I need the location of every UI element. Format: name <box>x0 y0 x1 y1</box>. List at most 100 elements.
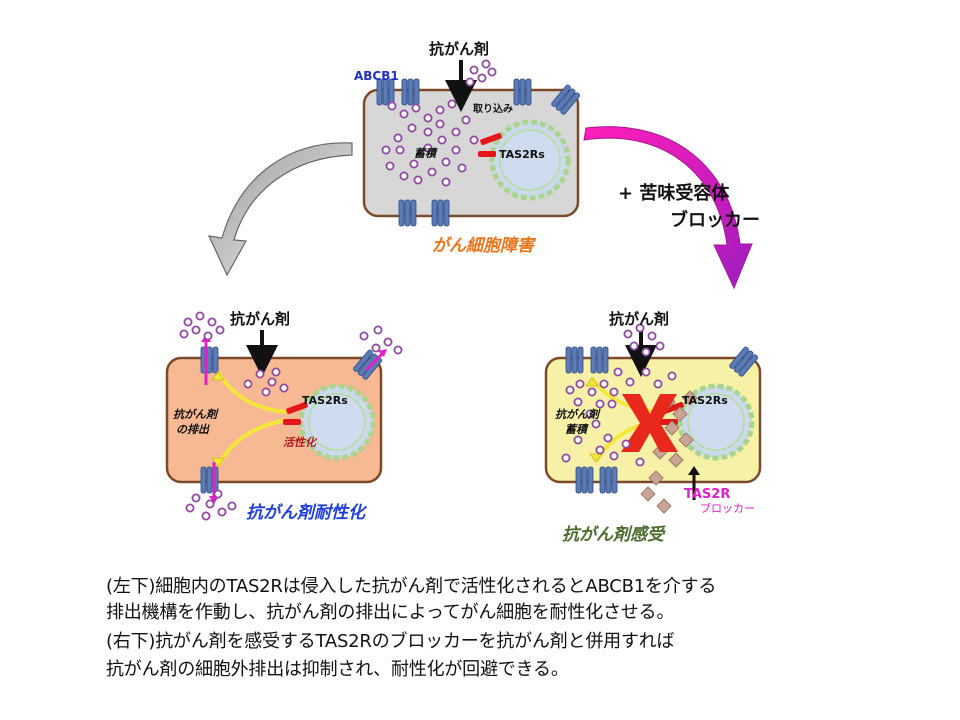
drug-particle <box>655 341 665 351</box>
drug-particle <box>653 379 663 389</box>
drug-particle <box>607 399 617 409</box>
drug-particle <box>587 387 597 397</box>
blocker-entry-head <box>688 466 700 475</box>
right-transporter <box>575 466 594 494</box>
drug-particle <box>603 433 613 443</box>
top-drug-label: 抗がん剤 <box>429 40 489 58</box>
drug-particle <box>481 59 491 69</box>
drug-particle <box>469 135 479 145</box>
drug-particle <box>435 105 445 115</box>
top-tas2r-receptor <box>480 132 502 146</box>
right-cell-group <box>544 330 762 514</box>
drug-particle <box>599 379 609 389</box>
left-drug-label: 抗がん剤 <box>230 310 290 328</box>
right-receptor-label: TAS2Rs <box>682 394 728 407</box>
left-receptor-label: TAS2Rs <box>302 394 348 407</box>
drug-particle <box>191 325 201 335</box>
drug-particle <box>609 451 619 461</box>
drug-particle <box>393 345 403 355</box>
drug-particle <box>647 331 657 341</box>
drug-particle <box>623 329 633 339</box>
drug-particle <box>179 329 189 339</box>
drug-particle <box>435 119 445 129</box>
drug-particle <box>399 109 409 119</box>
drug-particle <box>595 445 605 455</box>
drug-particle <box>621 439 631 449</box>
caption-line-4: 抗がん剤の細胞外排出は抑制され、耐性化が回避できる。 <box>106 659 569 680</box>
drug-particle <box>441 157 451 167</box>
drug-particle <box>205 499 215 509</box>
drug-particle <box>183 317 193 327</box>
magenta-curved-arrow <box>583 126 753 290</box>
left-efflux-head <box>211 371 225 381</box>
left-magenta-head <box>378 349 387 357</box>
drug-particle <box>359 331 369 341</box>
drug-particle <box>441 177 451 187</box>
drug-particle <box>413 175 423 185</box>
drug-particle <box>279 383 289 393</box>
drug-particle <box>185 503 195 513</box>
drug-particle <box>613 367 623 377</box>
uptake-label: 取り込み <box>473 102 513 115</box>
right-accum-label-1: 抗がん剤 <box>555 408 601 421</box>
drug-particle <box>195 311 205 321</box>
drug-particle <box>465 77 475 87</box>
drug-particle <box>573 435 583 445</box>
right-tas2r-receptor <box>662 401 684 415</box>
right-efflux-head <box>589 453 603 463</box>
abcb1-label: ABCB1 <box>354 69 399 83</box>
drug-particle <box>201 511 211 521</box>
left-outcome-label: 抗がん剤耐性化 <box>246 503 368 523</box>
caption-line-3: (右下)抗がん剤を感受するTAS2Rのブロッカーを抗がん剤と併用すれば <box>106 631 675 652</box>
drug-particle <box>215 325 225 335</box>
drug-particle <box>457 163 467 173</box>
blocker-label-2: ブロッカー <box>700 501 755 515</box>
drug-particle <box>667 371 677 381</box>
top-transporter <box>431 199 450 227</box>
top-nucleus-inner <box>499 129 561 191</box>
drug-particle <box>451 127 461 137</box>
drug-particle <box>461 115 471 125</box>
top-outcome-label: がん細胞障害 <box>432 236 537 256</box>
drug-particle <box>437 135 447 145</box>
top-transporter <box>398 199 417 227</box>
right-transporter <box>590 346 609 374</box>
drug-particle <box>213 489 223 499</box>
right-nucleus-inner <box>687 393 745 451</box>
drug-particle <box>451 145 461 155</box>
drug-particle <box>427 167 437 177</box>
drug-particle <box>385 161 395 171</box>
right-outcome-label: 抗がん剤感受 <box>562 525 666 545</box>
drug-particle <box>595 399 605 409</box>
blocker-arrow-label-2: ブロッカー <box>670 209 760 231</box>
top-transporter <box>401 78 420 106</box>
drug-particle <box>635 457 645 467</box>
left-efflux-label-2: の排出 <box>176 423 210 436</box>
drug-particle <box>217 507 227 517</box>
left-magenta-efflux <box>364 350 386 372</box>
drug-particle <box>469 65 479 75</box>
drug-particle <box>407 123 417 133</box>
top-tas2r-receptor <box>478 151 496 157</box>
left-nucleus-inner <box>308 393 366 451</box>
drug-particle <box>609 387 619 397</box>
drug-particle <box>641 367 651 377</box>
drug-particle <box>487 67 497 77</box>
drug-particle <box>447 99 457 109</box>
drug-particle <box>387 101 397 111</box>
drug-particle <box>243 379 253 389</box>
drug-particle <box>573 397 583 407</box>
blocker-molecule <box>640 486 656 502</box>
drug-particle <box>399 171 409 181</box>
left-transporter <box>200 346 219 374</box>
drug-particle <box>423 113 433 123</box>
gray-curved-arrow <box>207 142 353 277</box>
drug-particle <box>625 377 635 387</box>
drug-particle <box>395 145 405 155</box>
left-cell-group <box>165 330 387 504</box>
drug-particle <box>191 493 201 503</box>
right-accum-label-2: 蓄積 <box>565 423 589 436</box>
left-tas2r-receptor <box>286 401 308 415</box>
drug-particle <box>371 343 381 353</box>
